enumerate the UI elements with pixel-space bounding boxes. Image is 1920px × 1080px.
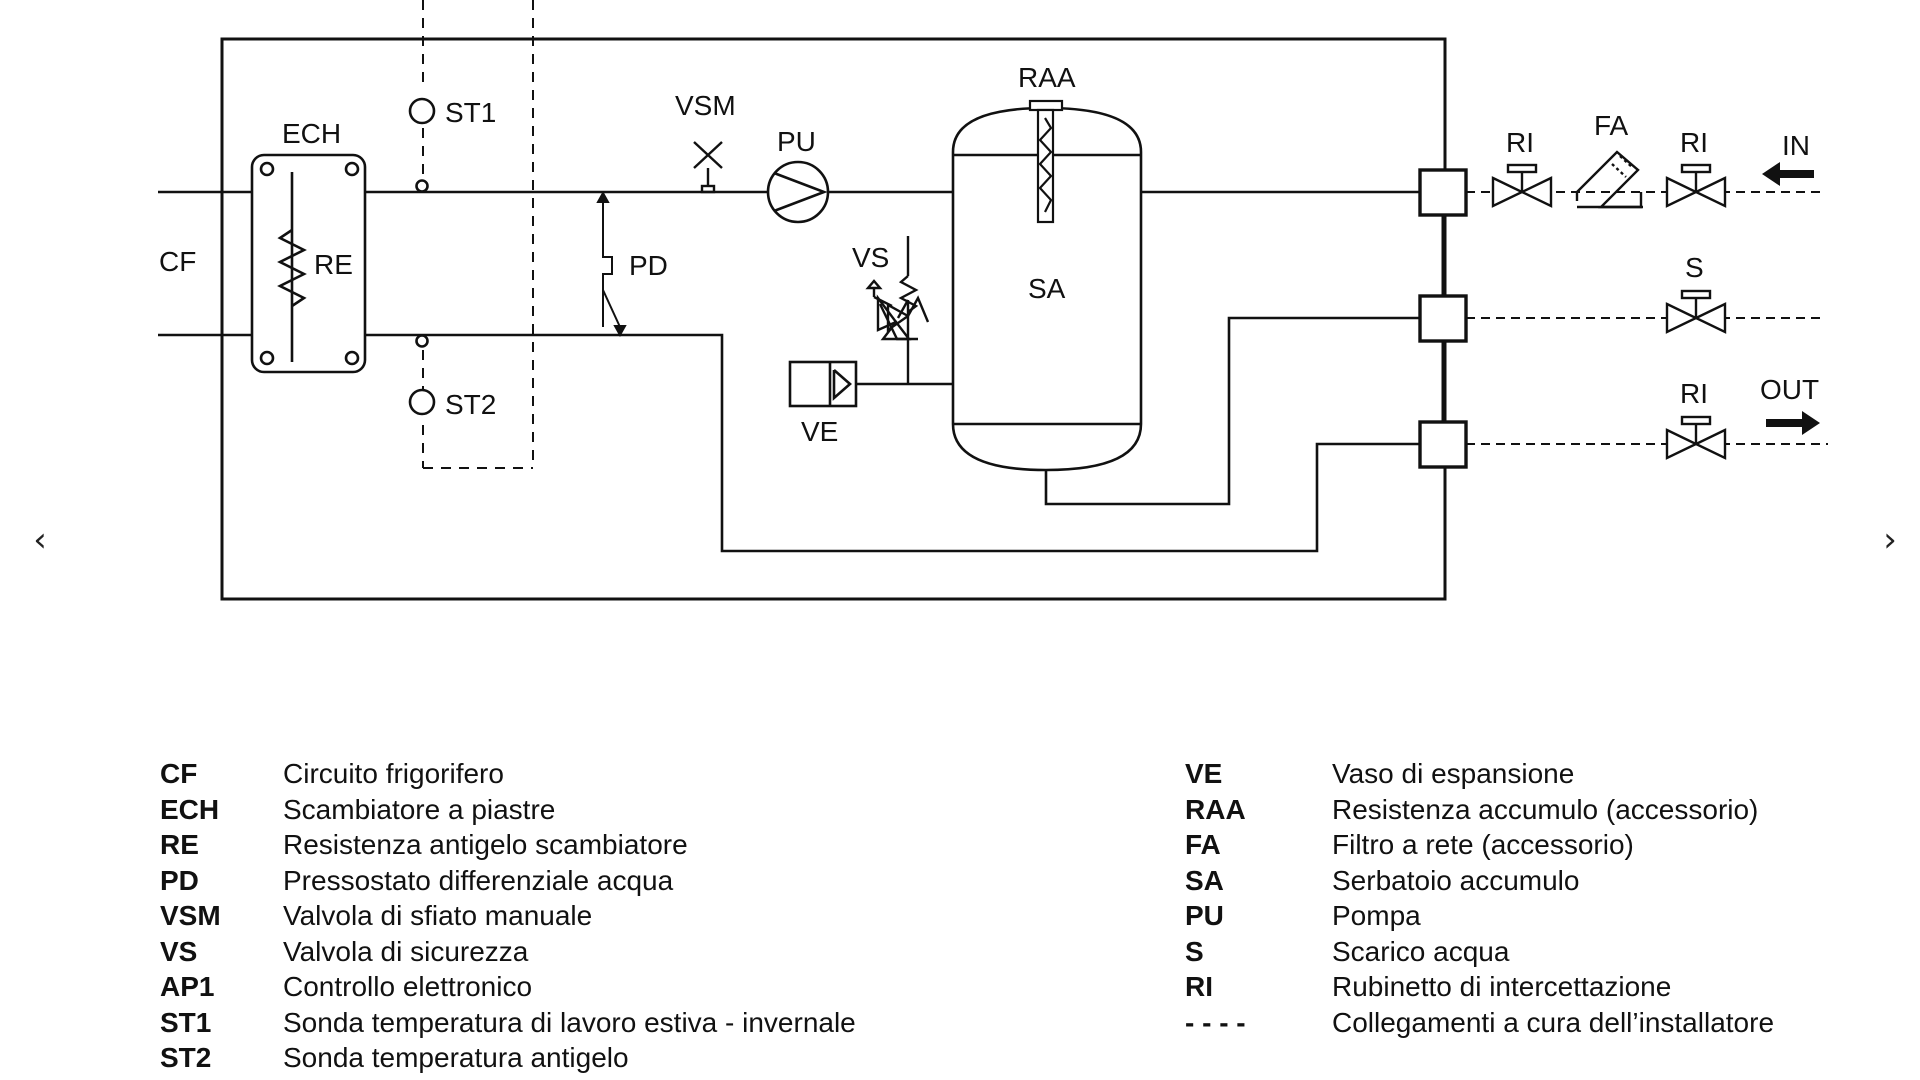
legend-code: - - - - (1185, 1006, 1246, 1038)
label-s: S (1685, 252, 1704, 283)
electronic-control-zone (422, 0, 534, 469)
legend-code: SA (1185, 864, 1224, 896)
legend-row: VSM Valvola di sfiato manuale (160, 898, 856, 934)
label-st1: ST1 (445, 97, 496, 128)
legend-description: Serbatoio accumulo (1332, 864, 1580, 896)
s-drain-valve (1665, 289, 1727, 334)
legend-row: PU Pompa (1185, 898, 1774, 934)
legend-code: VSM (160, 900, 221, 931)
label-ri-in-1: RI (1506, 127, 1534, 158)
label-st2: ST2 (445, 389, 496, 420)
legend-row: S Scarico acqua (1185, 934, 1774, 970)
legend-code: ST1 (160, 1006, 212, 1038)
legend-code: RAA (1185, 793, 1246, 825)
legend-description: Sonda temperatura di lavoro estiva - inv… (283, 1006, 856, 1038)
legend-row: SA Serbatoio accumulo (1185, 863, 1774, 899)
legend-row: - - - - Collegamenti a cura dell’installa… (1185, 1005, 1774, 1041)
legend-code: RI (1185, 971, 1213, 1002)
label-raa: RAA (1018, 62, 1076, 93)
label-pu: PU (777, 126, 816, 157)
legend-description: Collegamenti a cura dell’installatore (1332, 1006, 1775, 1038)
legend-description: Scambiatore a piastre (283, 793, 556, 825)
legend-description: Valvola di sfiato manuale (283, 900, 593, 931)
label-sa: SA (1028, 273, 1066, 304)
legend-description: Circuito frigorifero (283, 758, 504, 789)
st2-probe (408, 334, 436, 416)
label-vs: VS (852, 242, 889, 273)
legend-row: VE Vaso di espansione (1185, 756, 1774, 792)
legend-description: Filtro a rete (accessorio) (1332, 829, 1634, 860)
legend-right-column: VE Vaso di espansione RAA Resistenza accum… (1185, 756, 1774, 1040)
legend-description: Pompa (1332, 900, 1421, 931)
prev-slide-chevron-icon[interactable]: ‹ (33, 520, 47, 560)
legend-description: Scarico acqua (1332, 935, 1510, 967)
ri-valve-out (1665, 415, 1727, 460)
legend-description: Valvola di sicurezza (283, 935, 529, 967)
ri-valve-in-2 (1665, 163, 1727, 208)
legend-row: RAA Resistenza accumulo (accessorio) (1185, 792, 1774, 828)
legend-description: Controllo elettronico (283, 971, 533, 1002)
pd-switch (596, 190, 627, 338)
label-cf: CF (159, 246, 196, 277)
legend-code: AP1 (160, 971, 215, 1002)
vs-safety-valve (865, 236, 930, 384)
legend-row: AP1 Controllo elettronico (160, 969, 856, 1005)
legend-code: S (1185, 935, 1204, 967)
label-ech: ECH (282, 118, 341, 149)
legend-description: Vaso di espansione (1332, 758, 1575, 789)
legend-row: ST1 Sonda temperatura di lavoro estiva - … (160, 1005, 856, 1041)
legend-row: CF Circuito frigorifero (160, 756, 856, 792)
legend-code: PU (1185, 900, 1224, 931)
label-in: IN (1782, 130, 1810, 161)
legend-description: Rubinetto di intercettazione (1332, 971, 1672, 1002)
legend-code: PD (160, 864, 199, 896)
label-ve: VE (801, 416, 838, 447)
legend-code: FA (1185, 829, 1221, 860)
st1-probe (408, 97, 436, 193)
legend-left-column: CF Circuito frigorifero ECH Scambiatore a … (160, 756, 856, 1076)
label-ri-out: RI (1680, 378, 1708, 409)
label-out: OUT (1760, 374, 1819, 405)
legend-code: RE (160, 829, 199, 860)
legend-row: ECH Scambiatore a piastre (160, 792, 856, 828)
legend-code: VE (1185, 758, 1223, 789)
legend-code: ECH (160, 793, 220, 825)
label-ri-in-2: RI (1680, 127, 1708, 158)
raa-heater (1028, 99, 1064, 224)
ri-valve-in-1 (1491, 163, 1553, 208)
legend-row: RE Resistenza antigelo scambiatore (160, 827, 856, 863)
legend-code: VS (160, 935, 198, 967)
fa-filter (1575, 150, 1643, 209)
plate-heat-exchanger (250, 153, 367, 374)
connection-drain (1418, 294, 1468, 343)
legend-row: PD Pressostato differenziale acqua (160, 863, 856, 899)
next-slide-chevron-icon[interactable]: › (1883, 520, 1897, 560)
legend-row: FA Filtro a rete (accessorio) (1185, 827, 1774, 863)
legend-description: Pressostato differenziale acqua (283, 864, 674, 896)
legend-code: CF (160, 758, 198, 789)
vsm-valve (693, 141, 723, 194)
pump (766, 160, 830, 224)
out-flow-arrow (1766, 411, 1820, 435)
connection-in (1418, 168, 1468, 217)
label-re: RE (314, 249, 353, 280)
label-fa: FA (1594, 110, 1629, 141)
legend-row: RI Rubinetto di intercettazione (1185, 969, 1774, 1005)
legend-code: ST2 (160, 1042, 212, 1073)
legend-description: Sonda temperatura antigelo (283, 1042, 629, 1073)
label-pd: PD (629, 250, 668, 281)
connection-out (1418, 420, 1468, 469)
legend-description: Resistenza antigelo scambiatore (283, 829, 688, 860)
in-flow-arrow (1762, 162, 1814, 186)
expansion-vessel (788, 360, 953, 408)
label-vsm: VSM (675, 90, 736, 121)
legend-row: VS Valvola di sicurezza (160, 934, 856, 970)
legend-description: Resistenza accumulo (accessorio) (1332, 793, 1759, 825)
legend-row: ST2 Sonda temperatura antigelo (160, 1040, 856, 1076)
